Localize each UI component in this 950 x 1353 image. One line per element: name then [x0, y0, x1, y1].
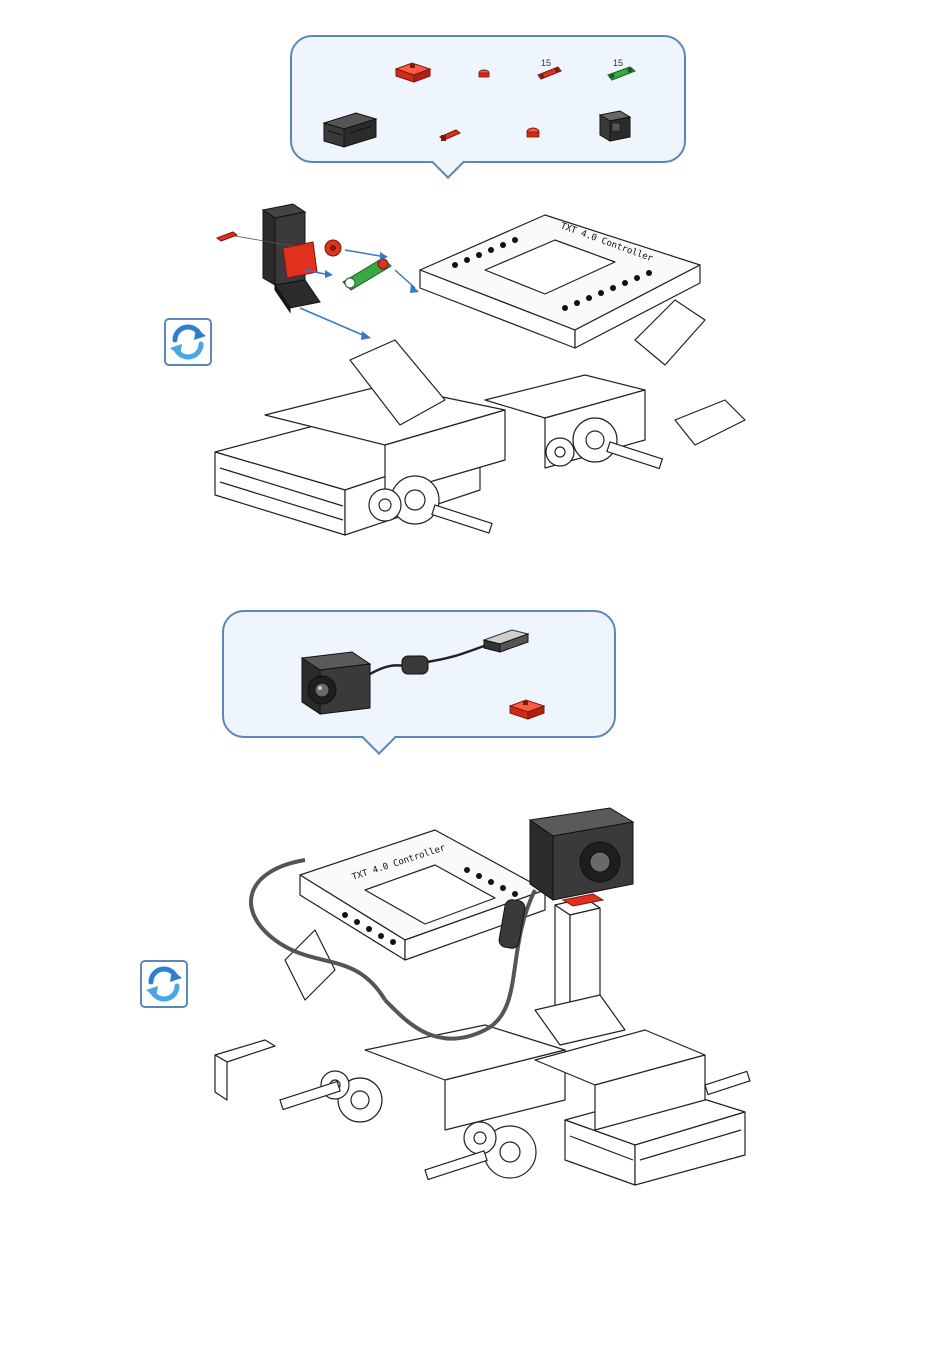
assembly-arrows	[300, 250, 415, 336]
motor-assembly	[263, 204, 320, 312]
red-strut-15	[538, 67, 561, 79]
rotate-view-icon	[142, 962, 186, 1006]
rotate-view-icon	[166, 320, 210, 364]
rotate-view-button-step2[interactable]	[140, 960, 188, 1008]
red-angle-piece	[440, 130, 460, 141]
black-angle-block	[600, 111, 630, 141]
green-strut-detached	[343, 258, 391, 290]
red-building-plate	[396, 63, 430, 82]
usb-camera	[302, 652, 370, 714]
red-bushing	[527, 128, 539, 137]
red-strut-label: 15	[541, 58, 551, 68]
usb-plug	[484, 630, 528, 652]
assembly-step2-art: TXT 4.0 Controller	[205, 800, 755, 1200]
ferrite-core	[402, 656, 428, 674]
parts-step1-art	[290, 35, 685, 165]
green-strut-15	[608, 67, 635, 80]
black-building-block	[324, 113, 376, 147]
red-bushing-detached	[325, 240, 341, 256]
parts-step2-art	[222, 610, 617, 740]
green-strut-label: 15	[613, 58, 623, 68]
red-angle-piece-detached	[217, 232, 237, 241]
assembly-step1-art: TXT 4.0 Controller	[205, 190, 755, 540]
usb-camera-mounted	[530, 808, 633, 900]
red-building-plate	[510, 700, 544, 719]
red-spacer-small	[479, 70, 489, 77]
